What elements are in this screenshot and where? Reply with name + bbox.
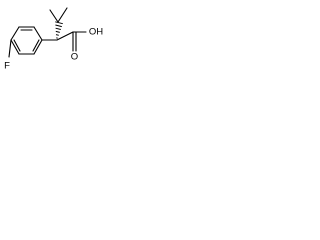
carbonyl-oxygen-label: O xyxy=(71,52,78,63)
benzene-ring xyxy=(10,26,43,55)
ring-double-bond-c xyxy=(32,39,40,52)
hash-5 xyxy=(55,24,62,28)
structure-diagram: F O OH xyxy=(0,0,124,80)
hashed-wedge-bond xyxy=(55,21,63,39)
hash-6 xyxy=(55,21,63,25)
molecule-drawing: F O OH xyxy=(4,7,103,72)
ring-bond-4 xyxy=(10,39,20,55)
c-f-bond xyxy=(8,39,12,58)
stereocenter-to-carboxyl-bond xyxy=(56,31,74,41)
hydroxyl-label: OH xyxy=(89,27,103,38)
hash-2 xyxy=(55,34,59,36)
ring-bond-6 xyxy=(33,39,43,55)
isopropyl-methyl-bond-left xyxy=(49,9,59,23)
fluorine-label: F xyxy=(4,61,10,72)
ring-double-bond-b xyxy=(13,39,21,52)
ring-bond-3 xyxy=(10,26,20,41)
isopropyl-methyl-bond-right xyxy=(57,7,68,23)
hash-3 xyxy=(55,30,60,33)
hash-4 xyxy=(55,27,61,30)
ring-bond-1 xyxy=(33,26,43,41)
